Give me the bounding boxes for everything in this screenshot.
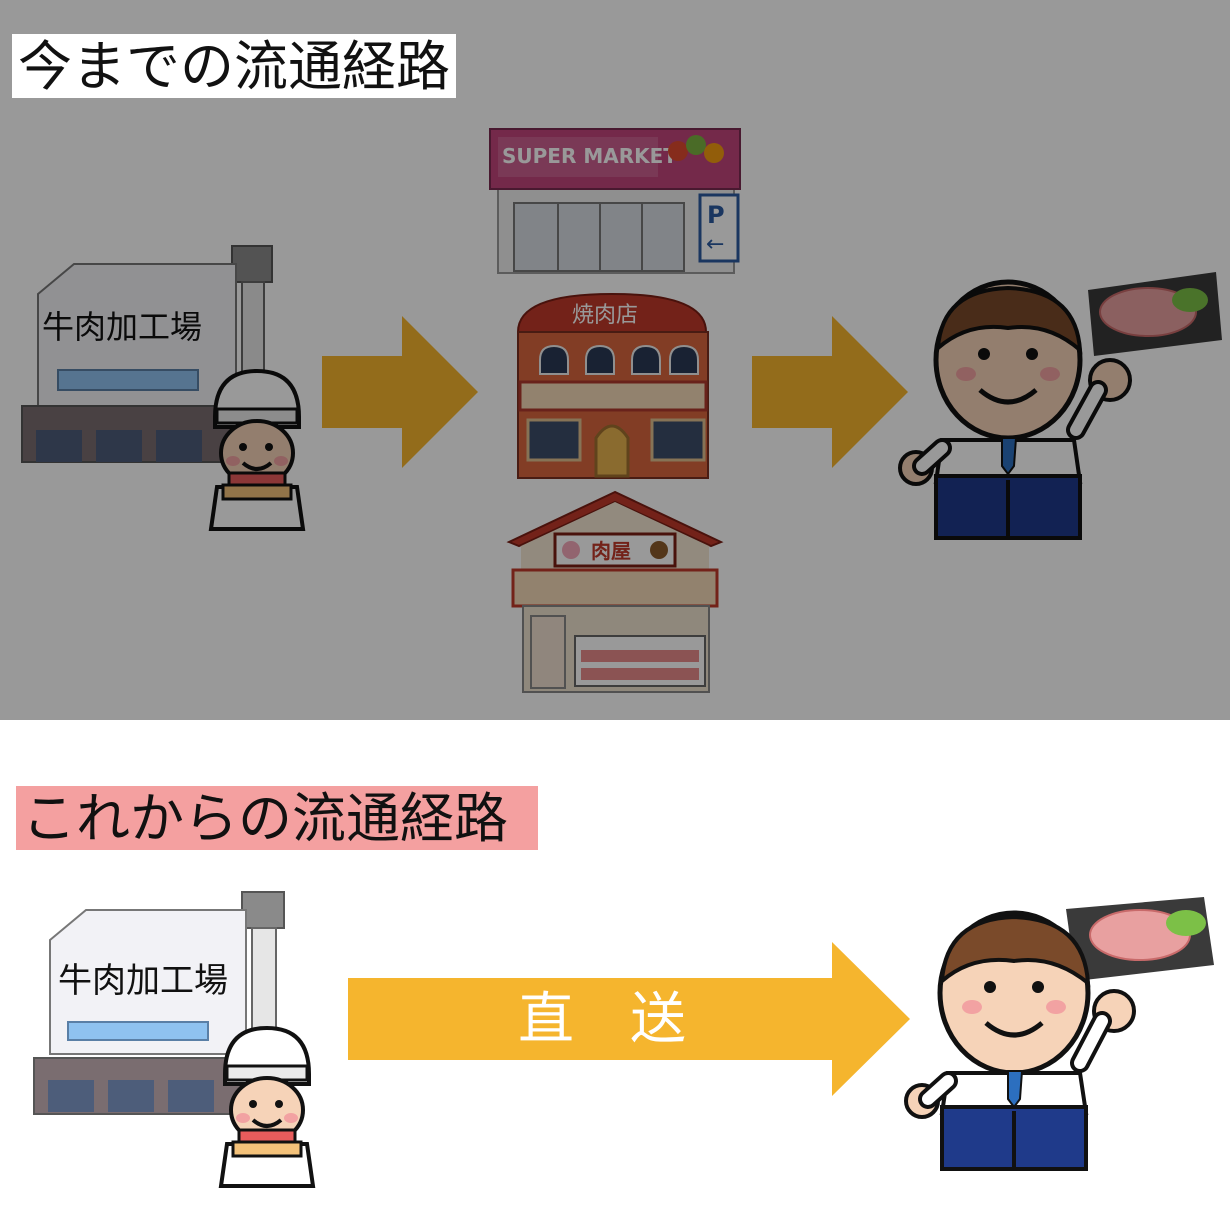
current-route-heading: 今までの流通経路 xyxy=(12,34,456,98)
worker-illustration xyxy=(208,368,306,531)
customer-illustration xyxy=(904,897,1214,1171)
yakiniku-sign: 焼肉店 xyxy=(572,303,638,328)
parking-sign: P xyxy=(707,201,725,229)
direct-delivery-arrow: 直 送 xyxy=(348,942,910,1096)
svg-text:←: ← xyxy=(706,232,724,257)
yakiniku-shop-illustration: 焼肉店 xyxy=(516,292,709,479)
direct-delivery-label: 直 送 xyxy=(518,987,686,1052)
factory-label: 牛肉加工場 xyxy=(58,961,228,1001)
customer-illustration xyxy=(898,272,1222,540)
butcher-shop-illustration: 肉屋 xyxy=(506,490,724,693)
supermarket-illustration: SUPER MARKET P ← xyxy=(489,128,741,274)
worker-illustration xyxy=(218,1025,316,1188)
arrow-shops-to-customer xyxy=(752,316,908,468)
butcher-sign: 肉屋 xyxy=(591,539,631,563)
current-route-section: 牛肉加工場 SUPER MARKET P ← 焼 xyxy=(0,0,1230,720)
future-route-heading: これからの流通経路 xyxy=(16,786,538,850)
factory-illustration: 牛肉加工場 xyxy=(21,245,273,463)
factory-illustration: 牛肉加工場 xyxy=(33,891,285,1115)
supermarket-sign: SUPER MARKET xyxy=(502,144,677,168)
factory-label: 牛肉加工場 xyxy=(42,308,202,346)
arrow-factory-to-shops xyxy=(322,316,478,468)
dim-overlay xyxy=(0,0,1230,720)
